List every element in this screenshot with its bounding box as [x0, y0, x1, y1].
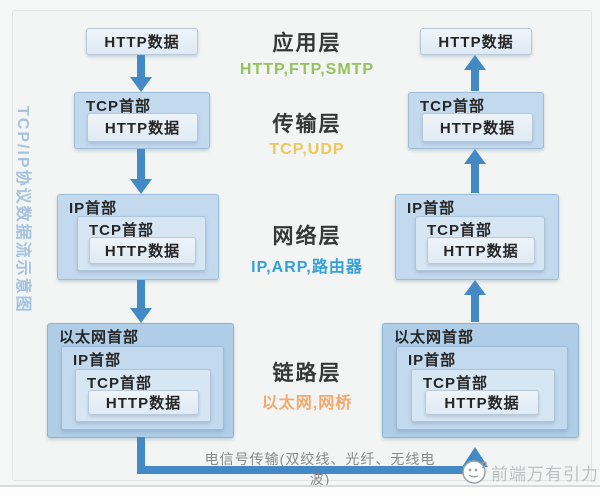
sender-eth-http-box: HTTP数据	[88, 390, 199, 415]
sender-eth-box: 以太网首部 IP首部 TCP首部 HTTP数据	[47, 323, 234, 438]
sender-eth-ip-box: IP首部 TCP首部 HTTP数据	[61, 346, 224, 430]
http-data-label: HTTP数据	[104, 120, 181, 137]
down-arrow-icon	[137, 55, 145, 78]
sender-http-label: HTTP数据	[104, 34, 180, 51]
layer-link: 链路层 以太网,网桥	[207, 357, 407, 413]
layer-application-protocols: HTTP,FTP,SMTP	[239, 61, 375, 78]
receiver-tcp-box: TCP首部 HTTP数据	[408, 92, 544, 149]
layer-transport-name: 传输层	[272, 113, 342, 136]
sender-ip-http-box: HTTP数据	[89, 237, 196, 264]
layer-network: 网络层 IP,ARP,路由器	[207, 220, 407, 277]
sender-tcp-box: TCP首部 HTTP数据	[74, 92, 210, 149]
bottom-separator	[0, 485, 600, 487]
layer-network-protocols: IP,ARP,路由器	[251, 259, 363, 276]
layer-application: 应用层 HTTP,FTP,SMTP	[207, 27, 407, 79]
up-arrow-icon	[471, 295, 479, 322]
receiver-eth-ip-box: IP首部 TCP首部 HTTP数据	[396, 346, 568, 430]
bottom-margin	[0, 487, 600, 496]
ip-header-label: IP首部	[73, 352, 122, 369]
layer-link-name: 链路层	[272, 362, 342, 385]
receiver-eth-http-box: HTTP数据	[425, 390, 539, 415]
receiver-http-box: HTTP数据	[420, 28, 532, 55]
receiver-eth-box: 以太网首部 IP首部 TCP首部 HTTP数据	[382, 323, 579, 438]
receiver-ip-label: IP首部	[407, 200, 456, 217]
sender-ip-tcp-box: TCP首部 HTTP数据	[77, 216, 206, 271]
physical-link-line	[137, 466, 475, 474]
http-data-label: HTTP数据	[105, 395, 182, 412]
down-arrow-icon	[137, 149, 145, 179]
watermark-text: 前端万有引力	[491, 465, 599, 484]
tcp-header-label: TCP首部	[89, 222, 155, 239]
up-arrow-icon	[464, 55, 486, 70]
sender-eth-tcp-box: TCP首部 HTTP数据	[75, 369, 211, 422]
receiver-ip-http-box: HTTP数据	[427, 237, 535, 264]
down-arrow-icon	[130, 77, 152, 92]
layer-network-name: 网络层	[272, 225, 342, 248]
up-arrow-icon	[471, 164, 479, 193]
tcp-header-label: TCP首部	[427, 222, 493, 239]
tcp-header-label: TCP首部	[423, 375, 489, 392]
http-data-label: HTTP数据	[444, 395, 520, 412]
receiver-eth-label: 以太网首部	[394, 329, 475, 346]
transmission-label: 电信号传输(双绞线、光纤、无线电波)	[204, 451, 436, 487]
receiver-ip-tcp-box: TCP首部 HTTP数据	[415, 216, 545, 271]
receiver-tcp-label: TCP首部	[420, 98, 486, 115]
http-data-label: HTTP数据	[104, 243, 181, 260]
layer-application-name: 应用层	[272, 32, 342, 55]
sender-tcp-label: TCP首部	[86, 98, 152, 115]
sender-http-box: HTTP数据	[86, 28, 198, 55]
receiver-http-label: HTTP数据	[438, 34, 514, 51]
diagram-title: TCP/IP协议数据流示意图	[14, 106, 31, 314]
down-arrow-icon	[130, 179, 152, 194]
sender-eth-label: 以太网首部	[59, 329, 140, 346]
http-data-label: HTTP数据	[439, 120, 516, 137]
http-data-label: HTTP数据	[443, 243, 519, 260]
watermark-logo-icon	[462, 460, 487, 484]
ip-header-label: IP首部	[408, 352, 457, 369]
up-arrow-icon	[464, 280, 486, 295]
physical-link-line	[137, 437, 145, 474]
tcp-header-label: TCP首部	[87, 375, 153, 392]
down-arrow-icon	[137, 280, 145, 308]
receiver-ip-box: IP首部 TCP首部 HTTP数据	[395, 194, 559, 280]
up-arrow-icon	[464, 149, 486, 164]
sender-ip-box: IP首部 TCP首部 HTTP数据	[57, 194, 219, 280]
layer-transport: 传输层 TCP,UDP	[207, 108, 407, 159]
layer-transport-protocols: TCP,UDP	[269, 141, 345, 158]
down-arrow-icon	[130, 308, 152, 323]
receiver-eth-tcp-box: TCP首部 HTTP数据	[411, 369, 555, 422]
layer-link-protocols: 以太网,网桥	[261, 395, 353, 412]
receiver-tcp-http-box: HTTP数据	[422, 113, 533, 142]
sender-ip-label: IP首部	[69, 200, 118, 217]
up-arrow-icon	[471, 70, 479, 91]
sender-tcp-http-box: HTTP数据	[87, 113, 198, 142]
